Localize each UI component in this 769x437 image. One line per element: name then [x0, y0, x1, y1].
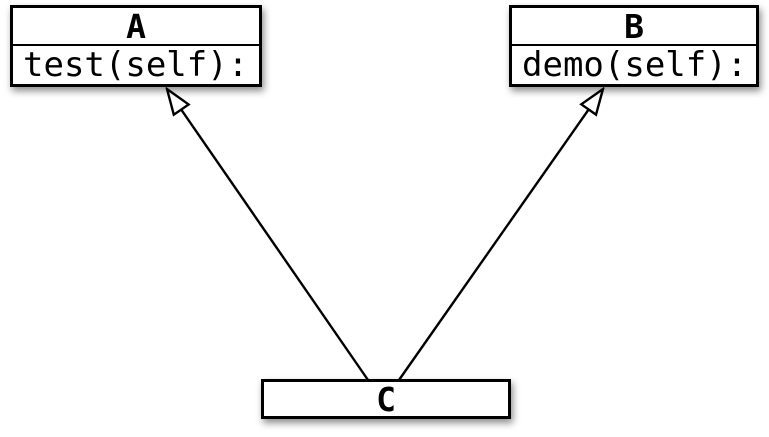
- class-name-a: A: [13, 8, 259, 46]
- inheritance-edge-c-to-a: [167, 89, 369, 381]
- class-node-b: B demo(self):: [509, 5, 759, 87]
- class-method-a: test(self):: [23, 45, 249, 85]
- class-node-c: C: [261, 379, 511, 419]
- inheritance-edge-c-to-b: [398, 89, 603, 381]
- class-node-a: A test(self):: [10, 5, 262, 87]
- class-name-b: B: [512, 8, 756, 46]
- class-name-c: C: [376, 380, 396, 419]
- class-method-b: demo(self):: [522, 45, 748, 85]
